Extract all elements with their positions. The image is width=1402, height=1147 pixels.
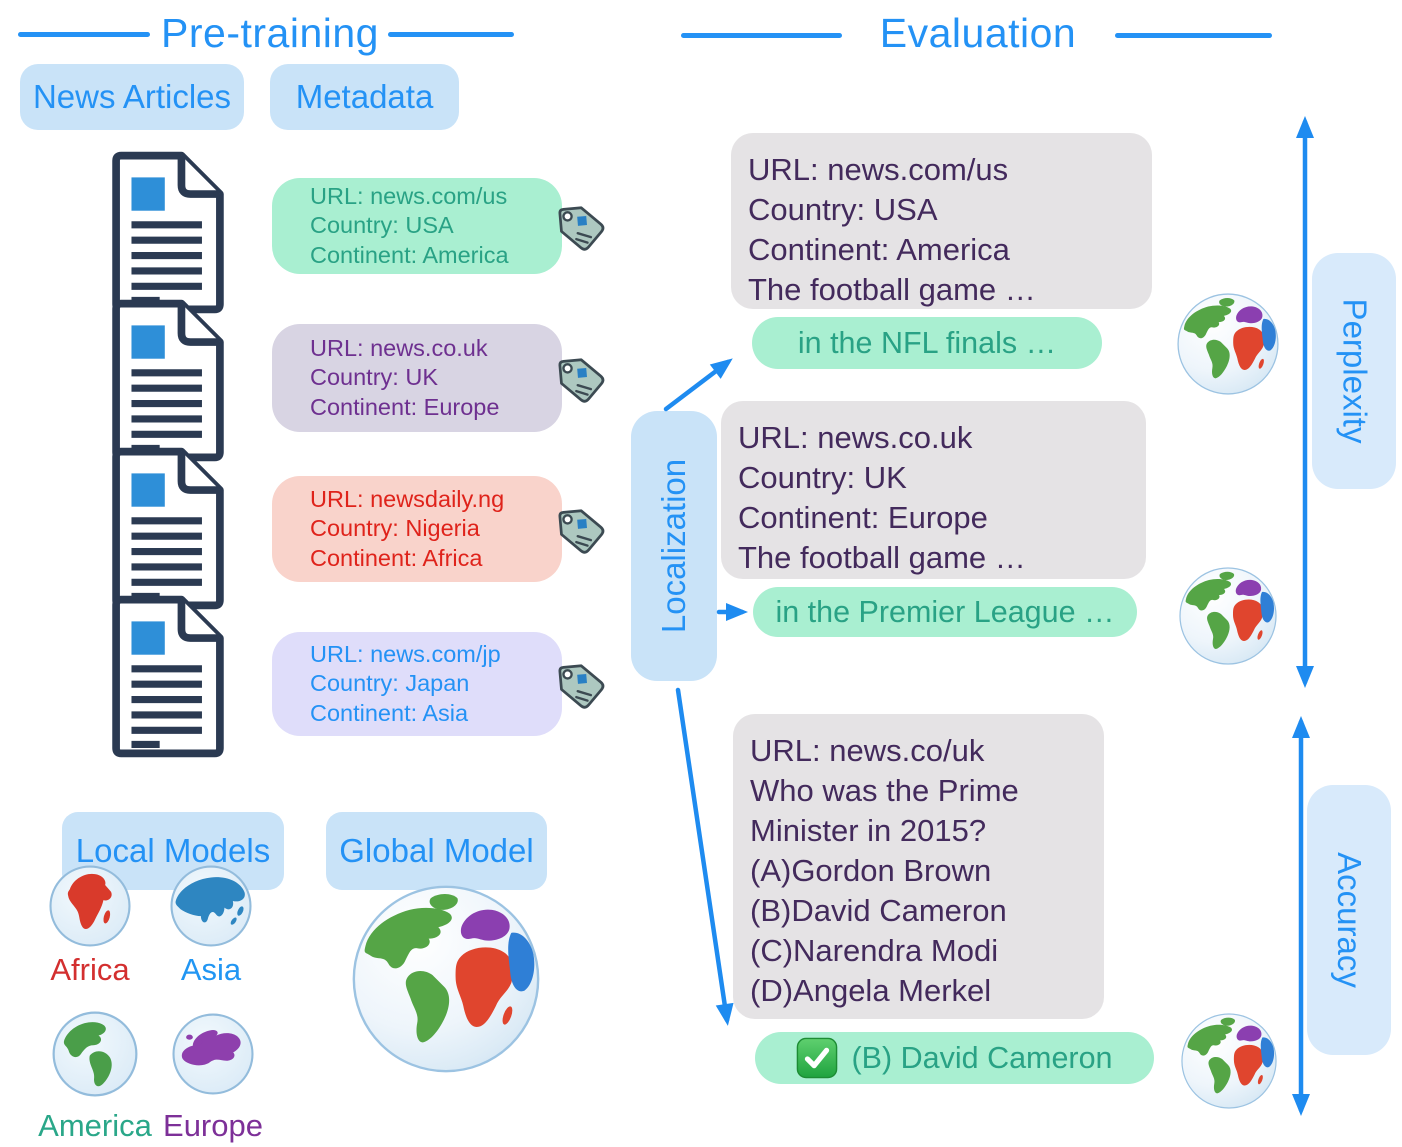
continent-globe-america [52, 1011, 138, 1097]
prompt-line: Continent: America [748, 232, 1010, 267]
tag-continent: Continent: Asia [310, 699, 469, 726]
evaluation-title-line-right [1115, 33, 1272, 38]
pretraining-title-line-left [18, 32, 150, 37]
completion-pill-nfl: in the NFL finals … [752, 317, 1102, 369]
completion-pill-answer: (B) David Cameron [755, 1032, 1154, 1084]
tag-country: Country: UK [310, 364, 438, 391]
localization-pill: Localization [631, 411, 717, 681]
world-globe-small-3 [1180, 1012, 1278, 1110]
prompt-line: URL: news.com/us [748, 152, 1009, 187]
news-articles-label: News Articles [32, 78, 232, 115]
news-articles-pill: News Articles [20, 64, 244, 130]
tag-url: URL: news.co.uk [310, 334, 488, 361]
localization-arrow-top [663, 358, 733, 412]
local-models-label: Local Models [75, 832, 271, 869]
world-globe-small-1 [1176, 292, 1280, 396]
prompt-line: Country: UK [738, 460, 907, 495]
check-icon [797, 1037, 838, 1079]
perplexity-pill: Perplexity [1312, 253, 1396, 489]
prompt-line: The football game … [738, 540, 1026, 575]
prompt-line: Who was the Prime [750, 773, 1019, 808]
tag-continent: Continent: America [310, 241, 509, 268]
price-tag-icon [550, 197, 608, 255]
prompt-line: URL: news.co.uk [738, 420, 973, 455]
europe-label: Europe [163, 1108, 263, 1143]
tag-url: URL: news.com/jp [310, 640, 501, 667]
prompt-line: (D)Angela Merkel [750, 973, 992, 1008]
metadata-tag-uk: URL: news.co.uk Country: UK Continent: E… [272, 324, 562, 432]
price-tag-icon [550, 500, 608, 558]
global-model-pill: Global Model [326, 812, 547, 890]
accuracy-label: Accuracy [1331, 852, 1368, 988]
completion-pill-premier-league: in the Premier League … [753, 587, 1137, 637]
prompt-line: (C)Narendra Modi [750, 933, 999, 968]
localization-arrow-bottom [675, 687, 734, 1026]
document-icon-1 [102, 150, 234, 315]
tag-url: URL: newsdaily.ng [310, 485, 505, 512]
metadata-tag-japan: URL: news.com/jp Country: Japan Continen… [272, 632, 562, 736]
metadata-pill: Metadata [270, 64, 459, 130]
prompt-line: Minister in 2015? [750, 813, 987, 848]
price-tag-icon [550, 655, 608, 713]
prompt-box-uk: URL: news.co.uk Country: UK Continent: E… [721, 401, 1146, 579]
completion-text: in the Premier League … [775, 594, 1115, 629]
continent-globe-africa [49, 865, 131, 947]
prompt-box-quiz: URL: news.co/uk Who was the Prime Minist… [733, 714, 1104, 1019]
prompt-line: The football game … [748, 272, 1036, 307]
tag-continent: Continent: Africa [310, 544, 483, 571]
prompt-line: (B)David Cameron [750, 893, 1007, 928]
pretraining-title: Pre-training [161, 10, 379, 56]
prompt-line: (A)Gordon Brown [750, 853, 992, 888]
tag-url: URL: news.com/us [310, 182, 508, 209]
perplexity-label: Perplexity [1336, 298, 1374, 444]
continent-globe-europe [172, 1013, 254, 1095]
metadata-tag-nigeria: URL: newsdaily.ng Country: Nigeria Conti… [272, 476, 562, 582]
prompt-line: Continent: Europe [738, 500, 988, 535]
africa-label: Africa [50, 952, 130, 987]
world-globe-small-2 [1178, 566, 1278, 666]
tag-country: Country: Nigeria [310, 515, 480, 542]
pretraining-title-line-right [388, 32, 514, 37]
america-label: America [38, 1108, 152, 1143]
price-tag-icon [550, 349, 608, 407]
document-icon-3 [102, 446, 234, 611]
evaluation-title: Evaluation [879, 10, 1077, 56]
tag-country: Country: Japan [310, 670, 470, 697]
localization-label: Localization [655, 458, 692, 634]
document-icon-2 [102, 298, 234, 463]
asia-label: Asia [180, 952, 242, 987]
prompt-line: URL: news.co/uk [750, 733, 985, 768]
prompt-line: Country: USA [748, 192, 938, 227]
tag-continent: Continent: Europe [310, 393, 500, 420]
evaluation-title-line-left [681, 33, 842, 38]
global-model-label: Global Model [339, 832, 534, 869]
completion-text: in the NFL finals … [797, 325, 1057, 360]
world-globe-large [350, 883, 542, 1075]
metadata-label: Metadata [295, 78, 434, 115]
document-icon-4 [102, 594, 234, 759]
tag-country: Country: USA [310, 212, 454, 239]
completion-text: (B) David Cameron [851, 1040, 1113, 1075]
prompt-box-usa: URL: news.com/us Country: USA Continent:… [731, 133, 1152, 309]
accuracy-pill: Accuracy [1307, 785, 1391, 1055]
continent-globe-asia [170, 865, 252, 947]
metadata-tag-usa: URL: news.com/us Country: USA Continent:… [272, 178, 562, 274]
